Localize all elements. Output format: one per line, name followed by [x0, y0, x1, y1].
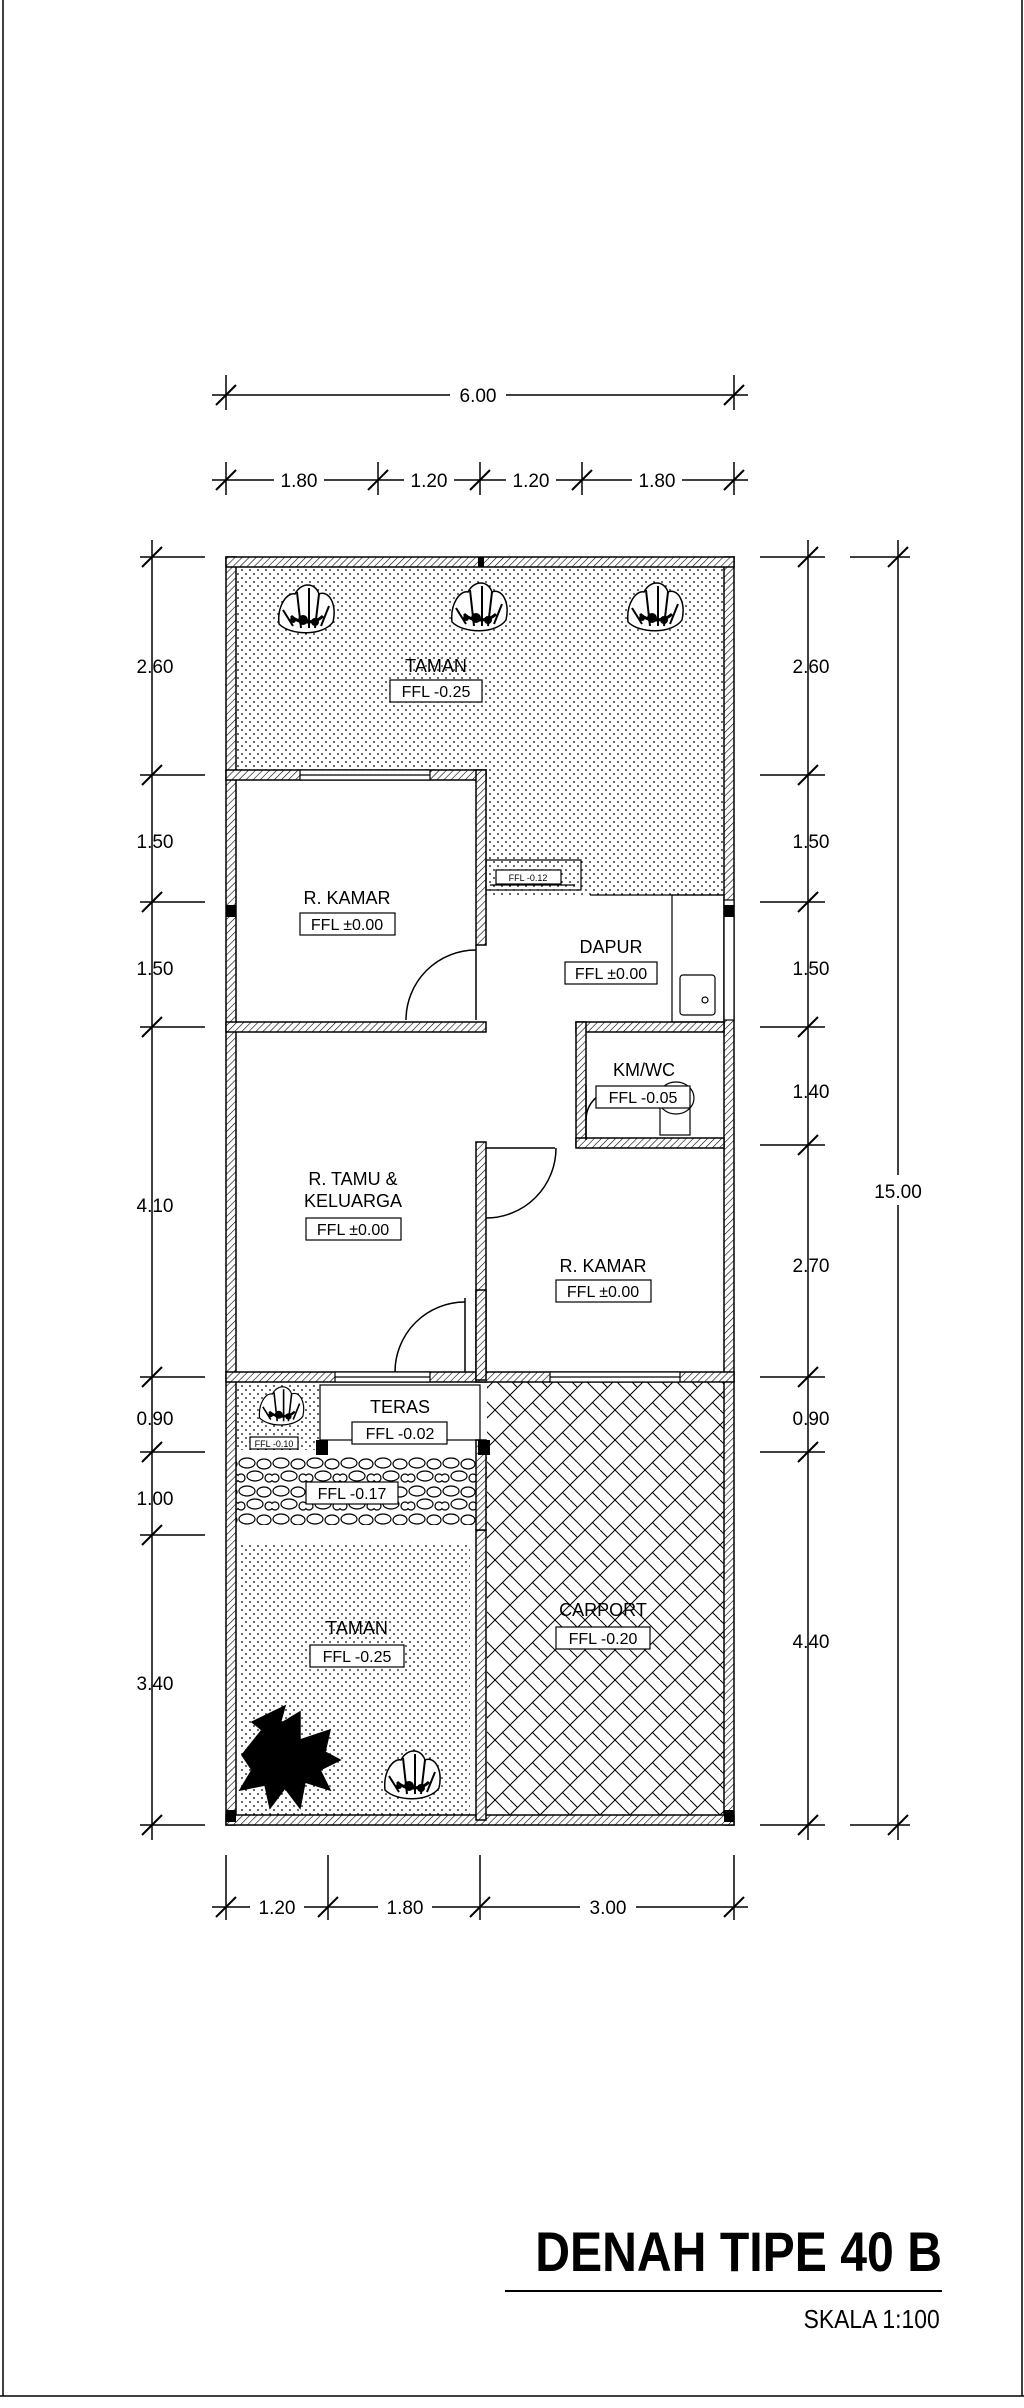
dim-right-4: 1.40: [793, 1082, 830, 1103]
drawing-title: DENAH TIPE 40 B: [535, 2220, 942, 2283]
room-kmwc: KM/WC: [613, 1060, 675, 1080]
ffl-kamar-1: FFL ±0.00: [311, 917, 383, 934]
dim-bottom-1: 1.20: [259, 1898, 296, 1919]
dim-bottom-3: 3.00: [590, 1898, 627, 1919]
dim-top-4: 1.80: [639, 471, 676, 492]
dim-left-4: 4.10: [137, 1196, 174, 1217]
dim-right-3: 1.50: [793, 959, 830, 980]
dim-left-2: 1.50: [137, 832, 174, 853]
dim-left-3: 1.50: [137, 959, 174, 980]
dim-bottom-2: 1.80: [387, 1898, 424, 1919]
dim-left-1: 2.60: [137, 657, 174, 678]
room-taman-bottom: TAMAN: [326, 1618, 388, 1638]
room-dapur: DAPUR: [579, 937, 642, 957]
ffl-kmwc: FFL -0.05: [609, 1090, 678, 1107]
dim-right-6: 0.90: [793, 1409, 830, 1430]
dim-top-1: 1.80: [281, 471, 318, 492]
dim-top-2: 1.20: [411, 471, 448, 492]
room-taman-top: TAMAN: [405, 656, 467, 676]
dim-left-5: 0.90: [137, 1409, 174, 1430]
ffl-taman-bottom: FFL -0.25: [323, 1649, 392, 1666]
ffl-carport: FFL -0.20: [569, 1631, 638, 1648]
ffl-teras-small: FFL -0.10: [255, 1439, 294, 1449]
ffl-teras: FFL -0.02: [366, 1426, 435, 1443]
ffl-step-small: FFL -0.12: [509, 873, 548, 883]
ffl-kamar-2: FFL ±0.00: [567, 1284, 639, 1301]
dim-right-7: 4.40: [793, 1632, 830, 1653]
room-tamu-line2: KELUARGA: [304, 1191, 402, 1211]
dim-right-1: 2.60: [793, 657, 830, 678]
dim-left-7: 3.40: [137, 1674, 174, 1695]
room-tamu-line1: R. TAMU &: [308, 1169, 397, 1189]
room-teras: TERAS: [370, 1397, 430, 1417]
dim-right-5: 2.70: [793, 1256, 830, 1277]
dim-top-3: 1.20: [513, 471, 550, 492]
dim-right-2: 1.50: [793, 832, 830, 853]
room-kamar-2: R. KAMAR: [559, 1256, 646, 1276]
ffl-stone-band: FFL -0.17: [318, 1486, 387, 1503]
dim-top-total: 6.00: [460, 386, 497, 407]
ffl-tamu: FFL ±0.00: [317, 1222, 389, 1239]
ffl-dapur: FFL ±0.00: [575, 966, 647, 983]
ffl-taman-top: FFL -0.25: [402, 684, 471, 701]
room-carport: CARPORT: [559, 1600, 647, 1620]
drawing-scale: SKALA 1:100: [803, 2304, 940, 2334]
room-kamar-1: R. KAMAR: [303, 888, 390, 908]
dim-left-6: 1.00: [137, 1489, 174, 1510]
title-underline: [505, 2290, 942, 2292]
dim-right-total: 15.00: [874, 1182, 922, 1203]
